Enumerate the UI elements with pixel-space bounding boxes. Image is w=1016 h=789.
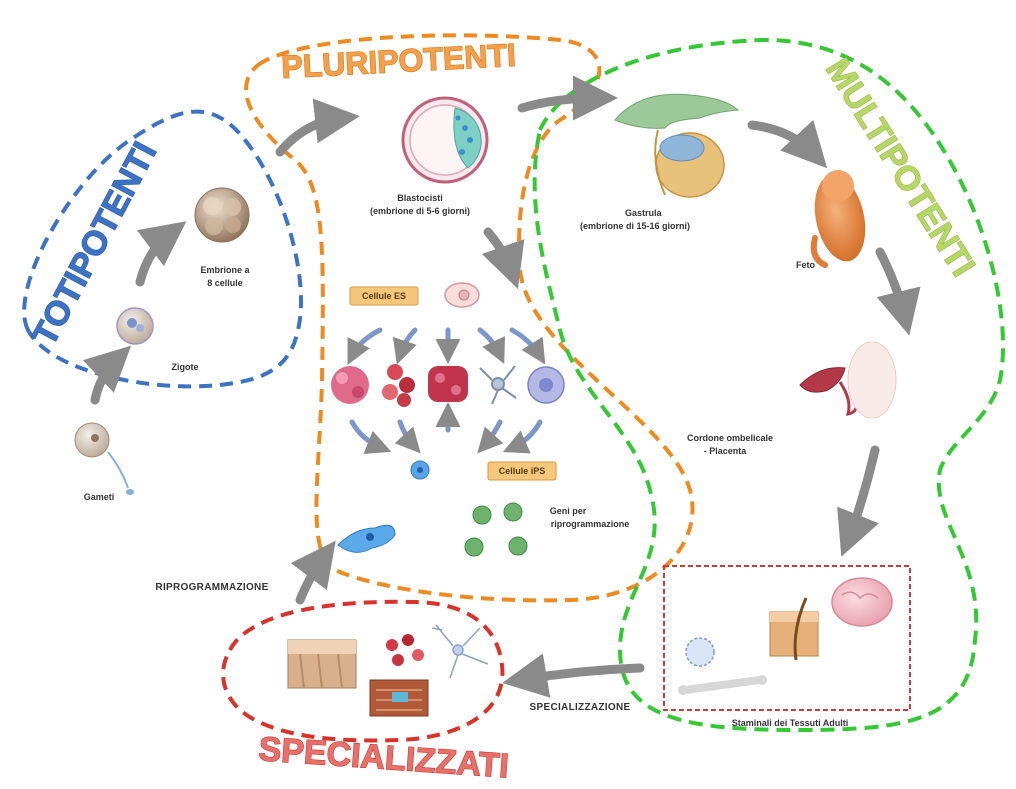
arrow-gameti-to-zigote (95, 358, 118, 400)
heart-cell-icon (331, 366, 369, 404)
cordone-illustration (800, 342, 896, 418)
cordone-label-line2: - Placenta (704, 446, 748, 456)
neuron-specialized-icon (432, 625, 488, 678)
adult-tissues-illustration (678, 578, 892, 695)
arrow-feto-to-cordone (880, 252, 905, 318)
zigote-illustration (117, 308, 153, 344)
zigote-label: Zigote (172, 362, 199, 372)
muscle-tissue-icon (370, 680, 428, 716)
neuron-cell-icon (480, 366, 516, 404)
skin-hair-icon (770, 598, 818, 660)
reprogramming-genes-icons (465, 503, 527, 556)
pluripotent-title: PLURIPOTENTI (280, 37, 516, 85)
gameti-label: Gameti (84, 492, 115, 502)
embrione-label-line1: Embrione a (200, 265, 250, 275)
riprogrammazione-label: RIPROGRAMMAZIONE (155, 582, 268, 593)
arrow-to-blastocisti (280, 118, 342, 152)
arrow-gastrula-to-feto (752, 125, 815, 155)
somatic-cell-icon (411, 461, 429, 479)
geni-label-line2: riprogrammazione (551, 519, 630, 529)
specializzati-title: SPECIALIZZATI (257, 730, 510, 785)
bone-marrow-icon (678, 638, 767, 695)
arrow-riprogrammazione (300, 555, 325, 600)
es-cell-icon (445, 283, 479, 307)
blood-cell-icon (382, 364, 415, 407)
immune-cell-icon (528, 367, 564, 403)
gameti-illustration (75, 423, 134, 495)
feto-illustration (807, 170, 872, 266)
specializzati-outline (223, 602, 502, 741)
multipotent-outline (535, 40, 1003, 730)
gastrula-illustration (615, 94, 738, 197)
geni-label-line1: Geni per (550, 506, 587, 516)
arrow-zigote-to-embrione (140, 232, 172, 282)
arrow-blastocisti-to-gastrula (522, 98, 600, 108)
gastrula-label-line1: Gastrula (625, 208, 663, 218)
arrow-cordone-to-staminali (848, 450, 875, 540)
staminali-label: Staminali dei Tessuti Adulti (732, 718, 849, 728)
gastrula-label-line2: (embrione di 15-16 giorni) (580, 221, 690, 231)
cellule-ips-label: Cellule iPS (499, 466, 546, 476)
blastocisti-illustration (403, 98, 487, 182)
specialized-cells-illustration (288, 625, 488, 716)
brain-icon (832, 578, 892, 626)
blood-cells-icon (386, 634, 424, 666)
liver-cell-icon (428, 366, 468, 402)
specializzazione-label: SPECIALIZZAZIONE (530, 702, 631, 713)
blastocisti-label-line2: (embrione di 5-6 giorni) (370, 206, 470, 216)
totipotent-outline (24, 112, 301, 387)
skin-tissue-icon (288, 640, 356, 688)
differentiated-cells-row (331, 364, 564, 407)
cordone-label-line1: Cordone ombelicale (687, 433, 773, 443)
blastocisti-label-line1: Blastocisti (397, 193, 443, 203)
arrow-blastocisti-to-es (488, 232, 512, 272)
embrione-illustration (195, 188, 249, 242)
cellule-es-label: Cellule ES (362, 291, 406, 301)
fibroblast-icon (338, 525, 395, 552)
feto-label: Feto (796, 260, 816, 270)
embrione-label-line2: 8 cellule (207, 278, 243, 288)
